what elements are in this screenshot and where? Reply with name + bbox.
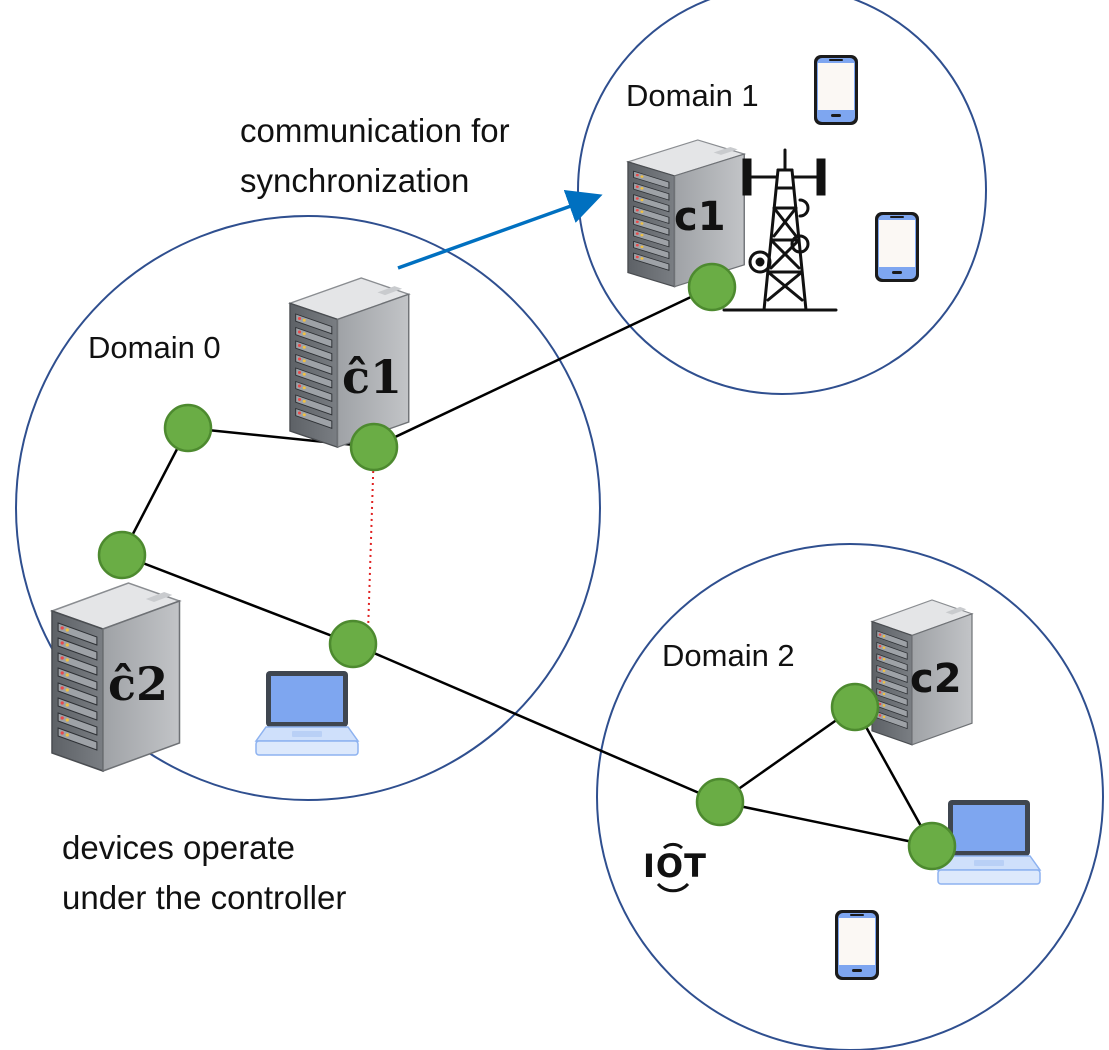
sync-arrow (397, 189, 603, 270)
switch-node (907, 821, 957, 871)
devices-caption-line1: devices operate (62, 829, 295, 866)
switch-node (695, 777, 745, 827)
link-c-d (121, 553, 354, 646)
smartphone-icon (835, 910, 879, 980)
link-g-h (853, 706, 934, 847)
switch-node (830, 682, 880, 732)
server-c2hat-label: ĉ2 (108, 657, 168, 711)
link-e-h (719, 800, 933, 848)
domain-1-label: Domain 1 (626, 78, 759, 113)
domain-2-boundary (596, 543, 1104, 1050)
smartphone-icon (875, 212, 919, 282)
server-c1-label: c1 (674, 194, 726, 240)
iot-icon: IOT (643, 842, 707, 893)
dotted-link (367, 446, 375, 633)
domain-2-label: Domain 2 (662, 638, 795, 673)
laptop-icon (255, 670, 359, 756)
switch-node (163, 403, 213, 453)
switch-node (97, 530, 147, 580)
network-links (120, 285, 934, 848)
iot-label: IOT (643, 847, 707, 885)
domain-0-boundary (15, 215, 601, 801)
devices-caption: devices operate under the controller (62, 823, 346, 923)
link-d-e (352, 642, 721, 804)
link-b-f (373, 285, 713, 449)
link-e-g (719, 705, 856, 804)
switch-node (328, 619, 378, 669)
sync-caption: communication for synchronization (240, 106, 510, 206)
smartphone-icon (814, 55, 858, 125)
devices-caption-line2: under the controller (62, 879, 347, 916)
switch-node (349, 422, 399, 472)
sync-caption-line1: communication for (240, 112, 510, 149)
server-c1hat-label: ĉ1 (342, 350, 402, 404)
switch-nodes (97, 262, 957, 871)
sync-caption-line2: synchronization (240, 162, 470, 199)
cell-tower-icon (722, 148, 838, 312)
domain-0-label: Domain 0 (88, 330, 221, 365)
server-c2-label: c2 (910, 656, 962, 702)
switch-node (687, 262, 737, 312)
